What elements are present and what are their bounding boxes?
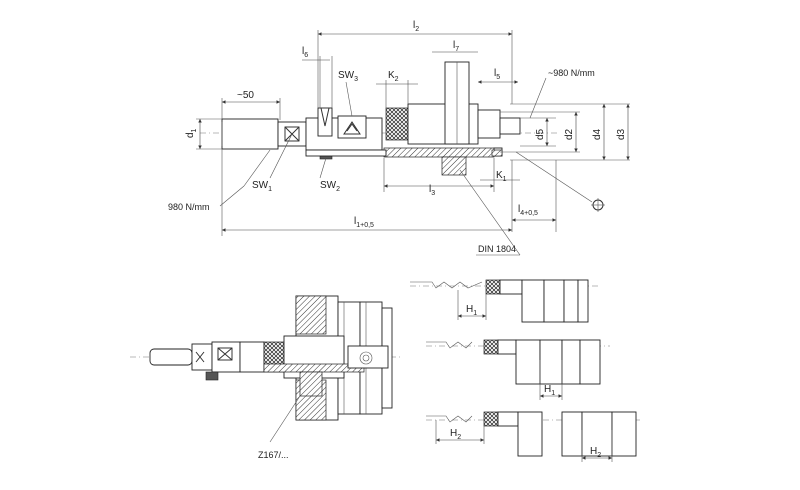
installed-view: Z167/... [130,295,402,460]
sw3-nut [337,115,367,139]
label-l2: l2 [413,20,419,33]
hatched-sleeve [383,147,495,158]
label-sw2: SW2 [320,180,340,193]
detail-view-2: H1 [426,339,610,400]
label-h2-b: H2 [590,446,601,459]
main-assembly-view [196,30,630,256]
label-approx-980: ~980 N/mm [548,68,595,78]
detail-view-3: H2 H2 [426,411,640,462]
key-din1804 [441,156,467,176]
label-l1: l1+0,5 [354,216,374,229]
label-d3: d3 [616,128,627,140]
top-labels: l2 l6 l7 l5 SW3 K2 ~50 ~980 N/mm d1 d5 d… [168,20,627,254]
label-h1-b: H1 [544,384,555,397]
label-din1804: DIN 1804 [478,244,516,254]
label-d5: d5 [535,128,546,140]
label-sw1: SW1 [252,180,272,193]
label-k1: K1 [496,170,507,183]
label-l4: l4+0,5 [518,204,538,217]
knurled-ring [385,107,409,141]
label-z167: Z167/... [258,450,289,460]
label-d1: d1 [185,128,198,138]
label-l5: l5 [494,68,500,81]
label-h1-a: H1 [466,304,477,317]
label-980-nmm: 980 N/mm [168,202,210,212]
label-l6: l6 [302,46,308,59]
label-sw3: SW3 [338,70,358,83]
label-l7: l7 [453,40,459,53]
label-h2-a: H2 [450,428,461,441]
label-approx-50: ~50 [237,90,254,101]
label-d4: d4 [592,128,603,140]
label-l3: l3 [429,184,435,197]
detail-view-1: H1 [410,279,600,323]
label-d2: d2 [564,128,575,140]
shank [221,118,279,150]
label-k2: K2 [388,70,399,83]
